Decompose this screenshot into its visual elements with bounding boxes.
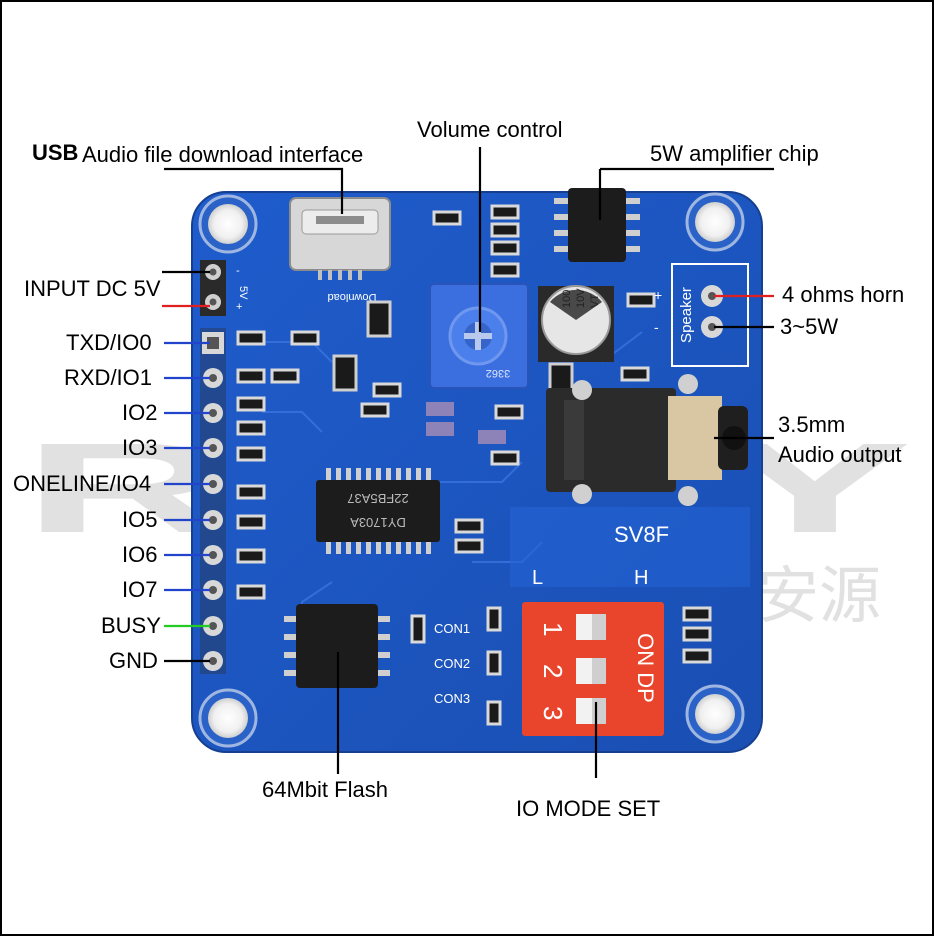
amp-leader: [598, 167, 774, 220]
io-header: [200, 328, 226, 674]
pcb-traces: [262, 331, 643, 622]
io6-label: IO6: [122, 542, 158, 567]
horn-label: 4 ohms horn: [782, 282, 905, 307]
audio-out-label: Audio output: [778, 442, 902, 467]
usb-connector: [289, 197, 391, 280]
amplifier-chip: [554, 188, 640, 262]
power-header: [200, 260, 226, 316]
mounting-holes: [198, 192, 745, 748]
cap-marking-vt: VT: [589, 294, 601, 308]
watermark-cjk: 安源: [757, 559, 881, 632]
con1-silk: CON1: [434, 621, 470, 636]
usb-prefix-label: USB: [32, 140, 79, 165]
dip-num-2: 2: [538, 664, 568, 678]
rxd-label: RXD/IO1: [64, 365, 153, 390]
pwr-5v-silk: 5V: [237, 286, 249, 300]
oneline-label: ONELINE/IO4: [13, 471, 152, 496]
txd-label: TXD/IO0: [66, 330, 152, 355]
dip-h-silk: H: [634, 567, 648, 589]
decoder-ic: [316, 468, 440, 554]
io-mode-label: IO MODE SET: [516, 796, 661, 821]
usb-leader: [164, 167, 344, 214]
io7-label: IO7: [122, 577, 158, 602]
dip-on-dp-silk: ON DP: [633, 633, 658, 703]
pwr-minus-silk: -: [236, 265, 240, 277]
io5-label: IO5: [122, 507, 158, 532]
smd-resistors: [236, 204, 712, 726]
ic-marking-2: DY1703A: [350, 515, 406, 530]
download-silk: Download: [328, 291, 377, 303]
dip-num-3: 3: [538, 706, 568, 720]
board-model-label: SV8F: [614, 522, 669, 547]
usb-label: Audio file download interface: [82, 142, 364, 167]
input-dc-label: INPUT DC 5V: [24, 276, 161, 301]
flash-label: 64Mbit Flash: [262, 777, 388, 802]
speaker-plus-silk: +: [654, 287, 662, 303]
horn-power-label: 3~5W: [780, 314, 839, 339]
amp-label: 5W amplifier chip: [650, 141, 819, 166]
dip-l-silk: L: [532, 567, 543, 589]
cap-marking-100: 100: [561, 290, 573, 308]
pot-marking: 3362: [486, 367, 510, 379]
flash-chip: [284, 604, 390, 688]
speaker-silk: Speaker: [678, 287, 695, 343]
volume-potentiometer: [429, 283, 529, 389]
pwr-plus-silk: +: [236, 301, 242, 313]
io2-label: IO2: [122, 400, 158, 425]
volume-label: Volume control: [417, 117, 563, 142]
busy-label: BUSY: [101, 613, 161, 638]
audio-size-label: 3.5mm: [778, 412, 846, 437]
audio-jack: [546, 374, 748, 506]
gnd-label: GND: [109, 648, 158, 673]
speaker-header: [671, 263, 749, 367]
cap-marking-10v: 10V: [575, 288, 587, 308]
dip-num-1: 1: [538, 622, 568, 636]
ic-marking-1: 22FB5A37: [347, 491, 408, 506]
io3-label: IO3: [122, 435, 158, 460]
speaker-minus-silk: -: [654, 319, 659, 335]
electrolytic-capacitor: [538, 285, 614, 362]
con3-silk: CON3: [434, 691, 470, 706]
callout-lines: [162, 147, 774, 778]
con2-silk: CON2: [434, 656, 470, 671]
